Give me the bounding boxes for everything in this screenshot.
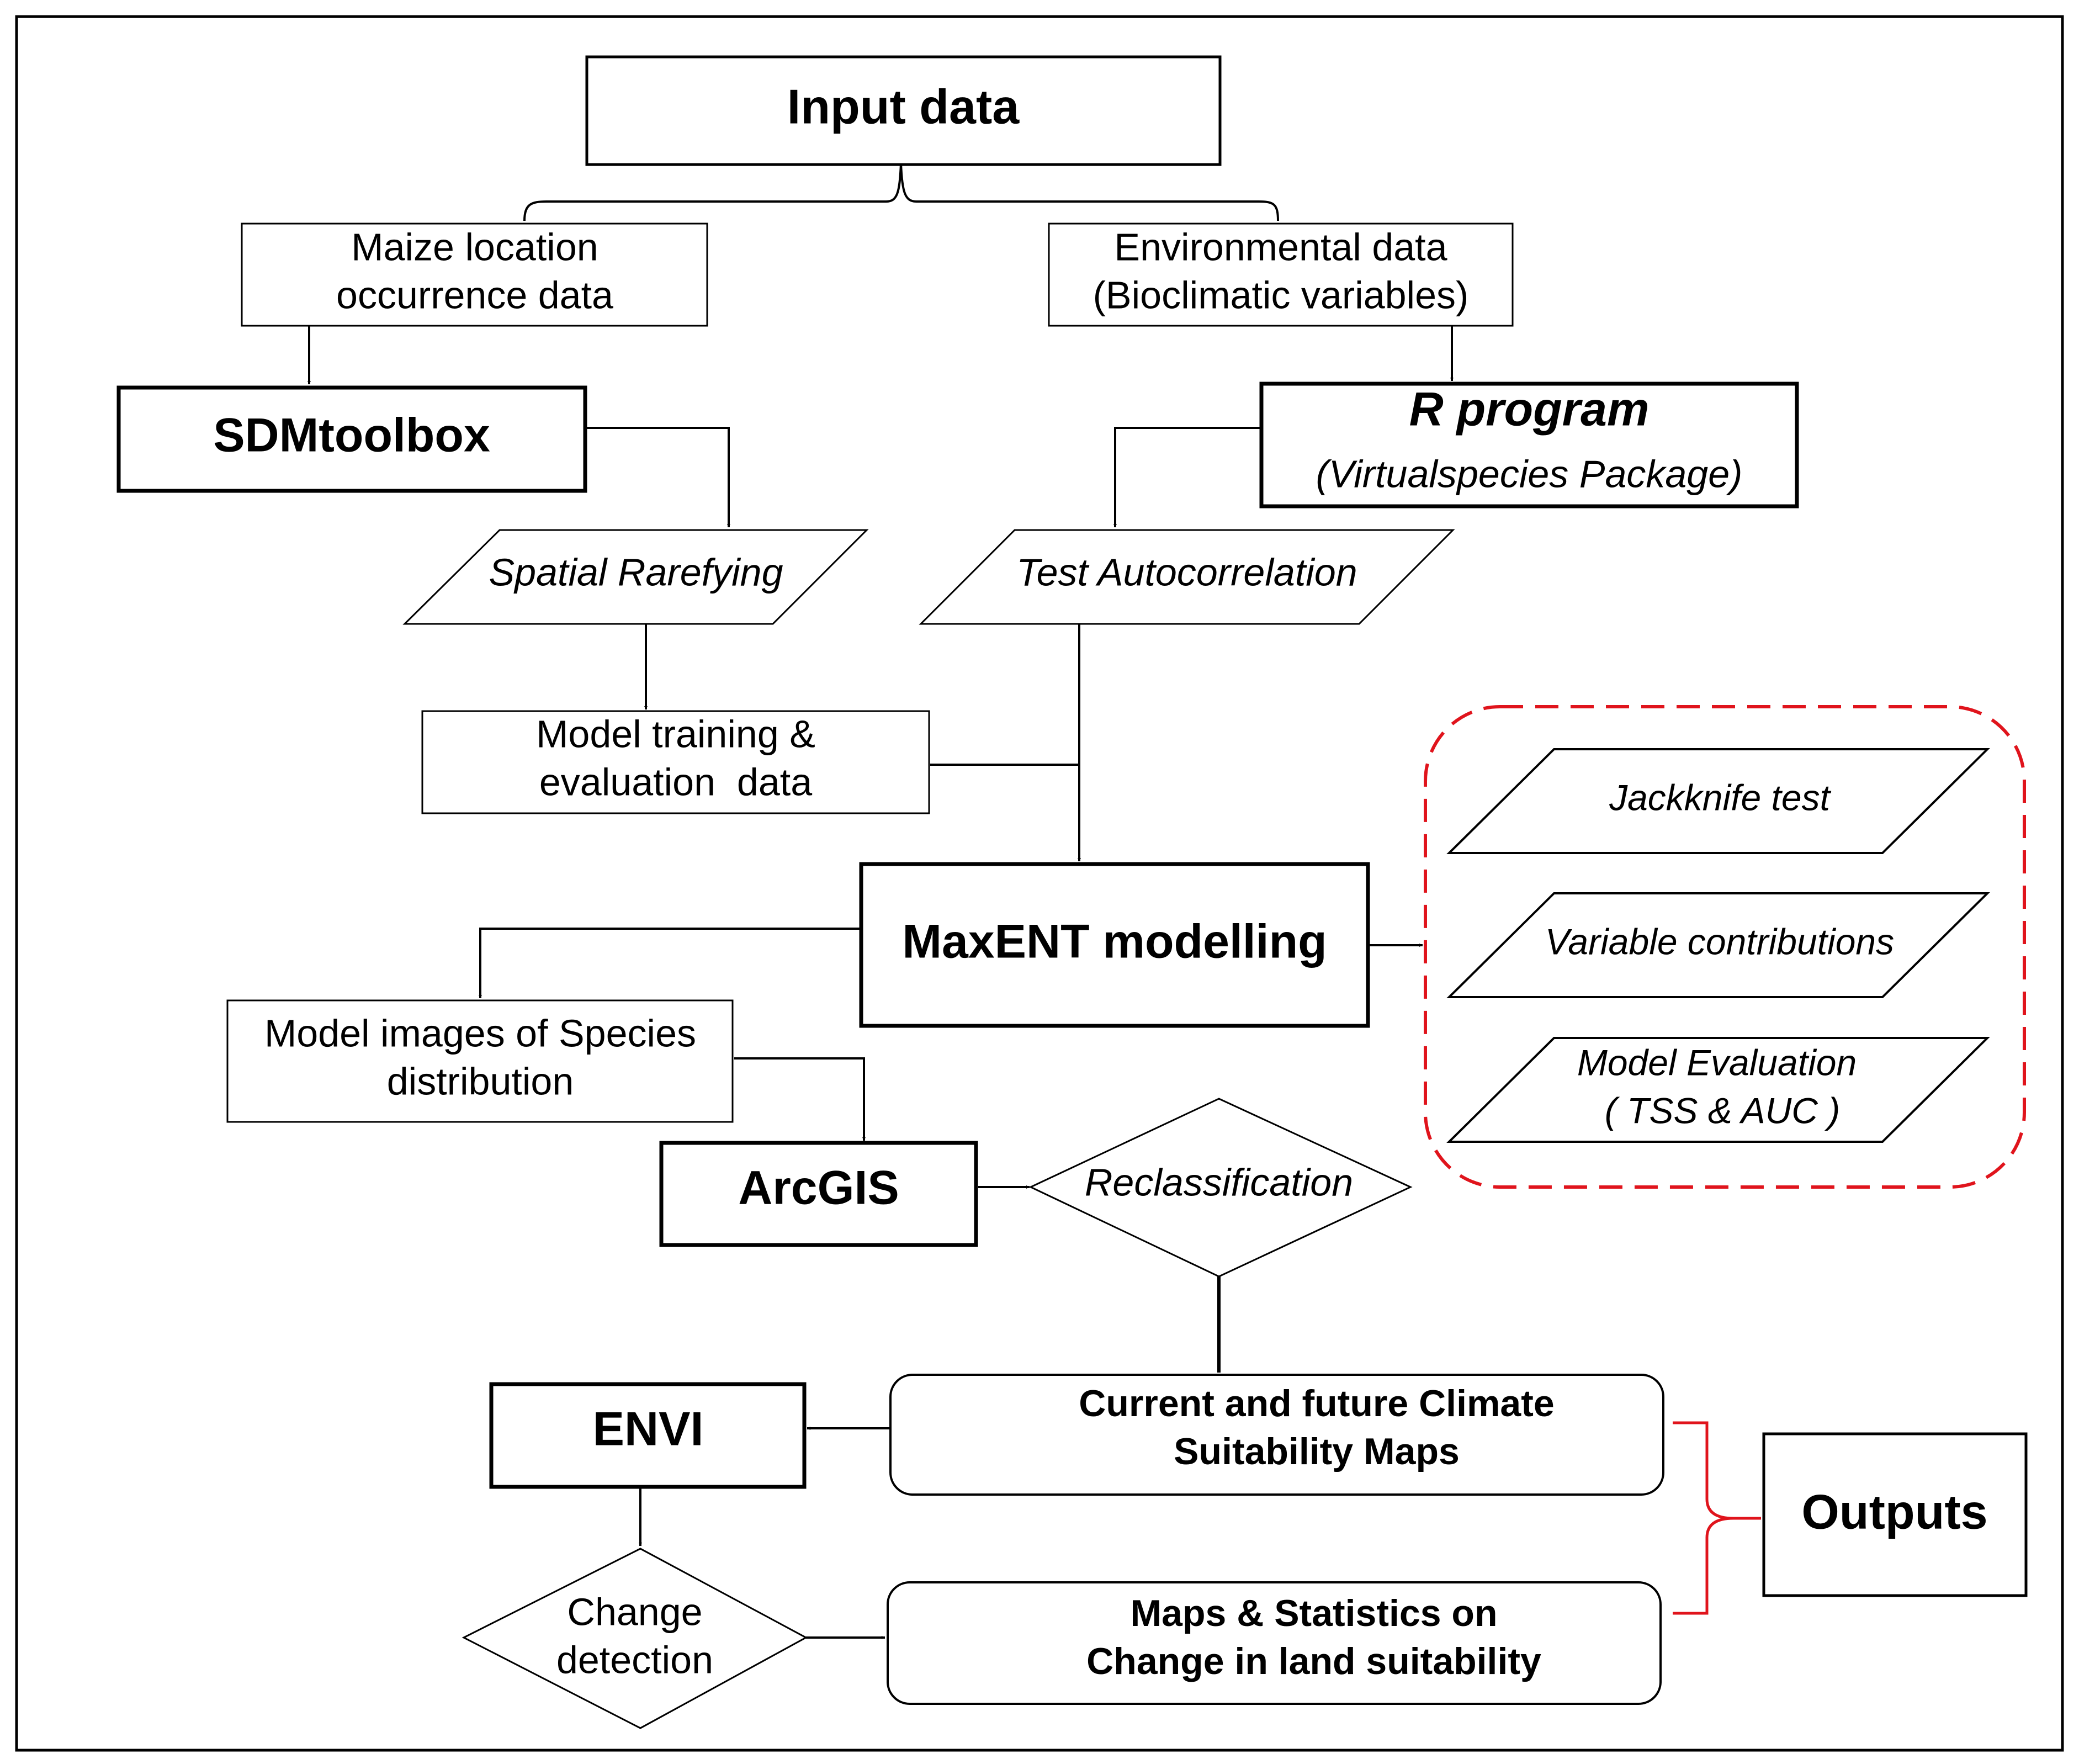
outputs-label: Outputs [1801, 1484, 1987, 1539]
reclassification-node: Reclassification [1028, 1098, 1413, 1278]
maxent-outputs-dashed-border [1424, 705, 2026, 1189]
sdmtoolbox-node: SDMtoolbox [116, 385, 587, 493]
arcgis-node: ArcGIS [659, 1141, 978, 1247]
outputs-brace [1673, 1421, 1761, 1615]
model-training-line2: evaluation data [539, 760, 812, 803]
model-images-line1: Model images of Species [264, 1011, 696, 1055]
climate-maps-line1: Current and future Climate [1079, 1382, 1554, 1424]
environmental-data-line1: Environmental data [1114, 225, 1447, 268]
change-detection-node: Change detection [462, 1548, 808, 1729]
maxent-label: MaxENT modelling [902, 915, 1327, 968]
spatial-rarefying-label: Spatial Rarefying [489, 550, 783, 594]
r-program-node: R program (Virtualspecies Package) [1259, 382, 1799, 508]
environmental-data-line2: (Bioclimatic variables) [1093, 273, 1469, 316]
outputs-node: Outputs [1762, 1432, 2028, 1597]
environmental-data-node: Environmental data (Bioclimatic variable… [1048, 223, 1514, 327]
model-images-line2: distribution [387, 1060, 574, 1103]
arrow-sdmtoolbox-to-rarefying [585, 427, 730, 527]
maize-location-line1: Maize location [351, 225, 598, 268]
jackknife-label: Jackknife test [1609, 777, 1831, 818]
model-training-line1: Model training & [536, 712, 815, 755]
model-evaluation-node: Model Evaluation ( TSS & AUC ) [1446, 1037, 1990, 1143]
arcgis-label: ArcGIS [738, 1162, 899, 1215]
input-data-label: Input data [787, 79, 1020, 134]
change-detection-line2: detection [556, 1638, 713, 1681]
change-stats-node: Maps & Statistics on Change in land suit… [887, 1581, 1662, 1705]
model-images-node: Model images of Species distribution [226, 999, 734, 1123]
change-detection-line1: Change [567, 1590, 702, 1633]
connectors [307, 162, 1761, 1639]
reclassification-label: Reclassification [1085, 1161, 1353, 1204]
jackknife-node: Jackknife test [1446, 748, 1990, 854]
climate-maps-line2: Suitability Maps [1174, 1431, 1460, 1472]
arrow-rprogram-to-autocorrelation [1113, 427, 1261, 527]
change-stats-line2: Change in land suitability [1086, 1640, 1541, 1682]
input-data-node: Input data [585, 55, 1222, 166]
variable-contributions-label: Variable contributions [1545, 921, 1894, 962]
variable-contributions-node: Variable contributions [1446, 892, 1990, 998]
model-evaluation-line1: Model Evaluation [1577, 1042, 1857, 1083]
maxent-outputs-group: Jackknife test Variable contributions Mo… [1424, 705, 2026, 1189]
maxent-node: MaxENT modelling [859, 862, 1370, 1028]
maize-location-line2: occurrence data [336, 273, 613, 316]
envi-node: ENVI [489, 1382, 807, 1489]
climate-maps-node: Current and future Climate Suitability M… [889, 1374, 1664, 1496]
arrow-model-images-to-arcgis [734, 1057, 866, 1141]
virtualspecies-label: (Virtualspecies Package) [1316, 452, 1743, 495]
sdmtoolbox-label: SDMtoolbox [213, 409, 490, 462]
spatial-rarefying-node: Spatial Rarefying [402, 529, 869, 625]
test-autocorrelation-node: Test Autocorrelation [919, 529, 1455, 625]
arrow-maxent-to-model-images [479, 928, 861, 998]
test-autocorrelation-label: Test Autocorrelation [1016, 550, 1357, 594]
envi-label: ENVI [593, 1403, 704, 1456]
model-training-node: Model training & evaluation data [421, 710, 930, 814]
change-stats-line1: Maps & Statistics on [1130, 1592, 1497, 1634]
model-evaluation-line2: ( TSS & AUC ) [1605, 1090, 1841, 1131]
r-program-label: R program [1409, 383, 1650, 436]
maize-location-node: Maize location occurrence data [241, 223, 708, 327]
